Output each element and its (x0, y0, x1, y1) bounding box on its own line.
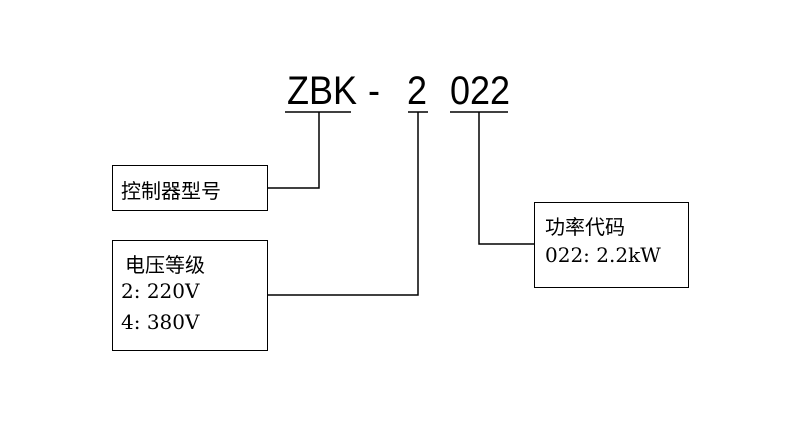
voltage-option: 4: 380V (121, 310, 200, 334)
power-code-box: 功率代码 022: 2.2kW (534, 202, 689, 288)
voltage-level-box: 电压等级 2: 220V 4: 380V (112, 240, 268, 351)
controller-type-box: 控制器型号 (112, 165, 268, 211)
voltage-option: 2: 220V (121, 279, 200, 303)
power-option: 022: 2.2kW (545, 243, 661, 267)
controller-type-title: 控制器型号 (121, 179, 221, 203)
model-voltage-code: 2 (407, 69, 428, 113)
voltage-level-title: 电压等级 (125, 253, 205, 277)
model-prefix: ZBK (287, 69, 358, 113)
connector-prefix (268, 112, 320, 189)
model-separator: - (368, 69, 380, 113)
power-code-title: 功率代码 (545, 215, 625, 239)
model-power-code: 022 (450, 69, 511, 113)
connector-power (478, 112, 534, 245)
connector-voltage (268, 112, 419, 296)
